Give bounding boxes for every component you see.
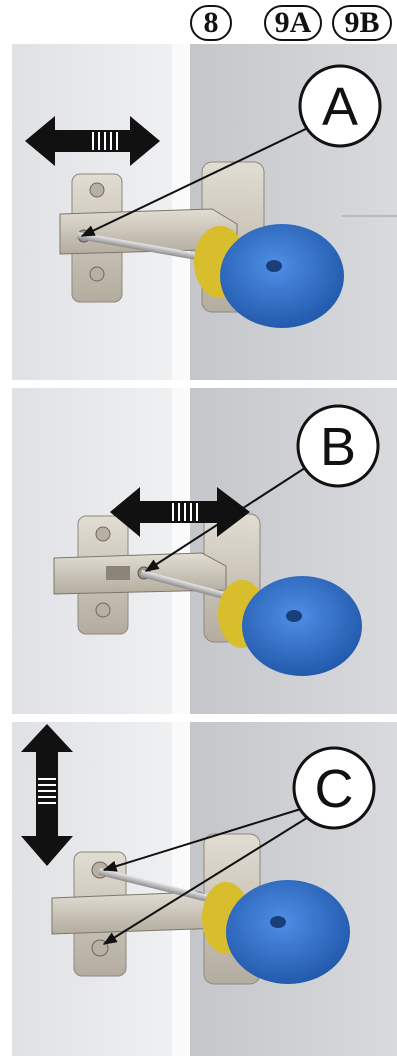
step-header: 8 9A 9B (0, 0, 397, 44)
screwdriver-handle-icon (226, 880, 350, 984)
handle-hole (270, 916, 286, 928)
illustration-b: B (12, 388, 397, 714)
callout-label-b: B (320, 417, 356, 477)
callout-label-a: A (322, 77, 358, 137)
panel-a: A (12, 44, 397, 380)
screwdriver-handle-icon (242, 576, 362, 676)
handle-hole (286, 610, 302, 622)
mounting-screw-icon (96, 527, 110, 541)
cabinet-edge (172, 388, 190, 714)
mounting-screw-icon (90, 183, 104, 197)
callout-label-c: C (315, 759, 354, 819)
handle-hole (266, 260, 282, 272)
step-badge-9b: 9B (332, 5, 392, 41)
adjust-slot (106, 566, 130, 580)
panel-b: B (12, 388, 397, 714)
mounting-screw-icon (90, 267, 104, 281)
screwdriver-handle-icon (220, 224, 344, 328)
step-badge-9a: 9A (264, 5, 322, 41)
illustration-a: A (12, 44, 397, 380)
step-badge-8: 8 (190, 5, 232, 41)
panel-c: C (12, 722, 397, 1056)
mounting-screw-icon (96, 603, 110, 617)
illustration-c: C (12, 722, 397, 1056)
